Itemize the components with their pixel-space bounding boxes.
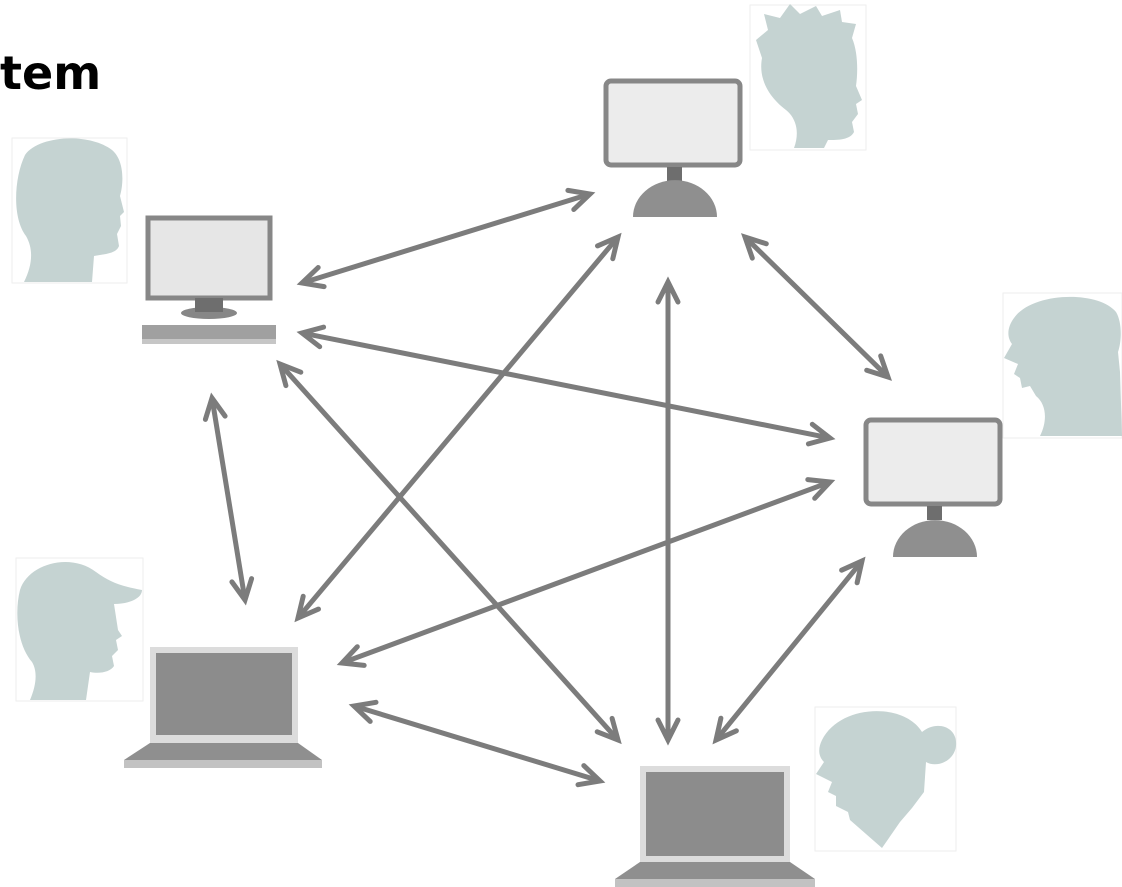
connection-arrow-monitor-top-to-laptop-bottom [655, 276, 681, 746]
connections-layer [202, 187, 892, 788]
woman-silhouette-icon [816, 711, 957, 848]
connection-arrow-desktop-top-left-to-laptop-bottom [276, 359, 622, 745]
arrowhead-start [805, 477, 836, 501]
connection-arrow-monitor-right-to-laptop-bottom-left [336, 477, 836, 668]
arrowhead-start [655, 276, 681, 305]
arrow-shaft [209, 398, 248, 600]
monitor-icon [603, 78, 743, 217]
arrow-shaft [279, 363, 619, 741]
connection-arrow-monitor-top-to-monitor-right [741, 233, 892, 381]
arrowhead-start [202, 392, 228, 422]
node-monitor-top [603, 4, 867, 217]
arrowhead-start [595, 232, 622, 262]
arrow-shaft [342, 480, 830, 665]
arrowhead-end [336, 644, 367, 668]
cap-wearer-silhouette-icon [17, 561, 142, 700]
arrow-shaft [302, 331, 830, 440]
arrowhead-start [276, 359, 304, 389]
arrowhead-end [805, 421, 836, 447]
arrowhead-end [864, 353, 892, 381]
arrowhead-end [294, 593, 321, 623]
node-desktop-top-left [11, 137, 276, 344]
arrowhead-start [348, 699, 379, 724]
arrowhead-end [229, 576, 255, 606]
connection-arrow-laptop-bottom-left-to-laptop-bottom [348, 699, 606, 788]
node-laptop-bottom-left [15, 557, 322, 768]
connection-arrow-desktop-top-left-to-laptop-bottom-left [202, 392, 255, 606]
arrow-shaft [715, 560, 863, 741]
arrowhead-end [712, 715, 739, 745]
connection-arrow-monitor-right-to-laptop-bottom [712, 556, 866, 745]
arrow-shaft [297, 236, 619, 619]
connection-arrow-desktop-top-left-to-monitor-right [296, 324, 836, 447]
desktop-computer-icon [142, 215, 276, 344]
laptop-icon [615, 766, 815, 887]
arrowhead-start [296, 324, 327, 350]
monitor-icon [863, 417, 1003, 557]
arrowhead-end [594, 715, 622, 745]
arrowhead-start [839, 556, 866, 586]
spiky-hair-silhouette-icon [756, 4, 862, 148]
man-silhouette-icon [1004, 296, 1122, 436]
arrowhead-end [655, 717, 681, 746]
arrow-shaft [744, 236, 889, 378]
node-monitor-right [863, 292, 1122, 557]
arrowhead-end [565, 187, 596, 212]
connection-arrow-desktop-top-left-to-monitor-top [296, 187, 596, 290]
arrowhead-end [575, 763, 606, 788]
connection-arrow-monitor-top-to-laptop-bottom-left [294, 232, 622, 623]
arrow-shaft [354, 704, 600, 783]
laptop-icon [124, 647, 322, 768]
arrow-shaft [302, 192, 590, 285]
arrowhead-start [741, 233, 769, 261]
arrowhead-start [296, 265, 327, 290]
man-silhouette-icon [16, 138, 124, 282]
node-laptop-bottom [615, 706, 957, 887]
page-title: tem [0, 46, 102, 100]
